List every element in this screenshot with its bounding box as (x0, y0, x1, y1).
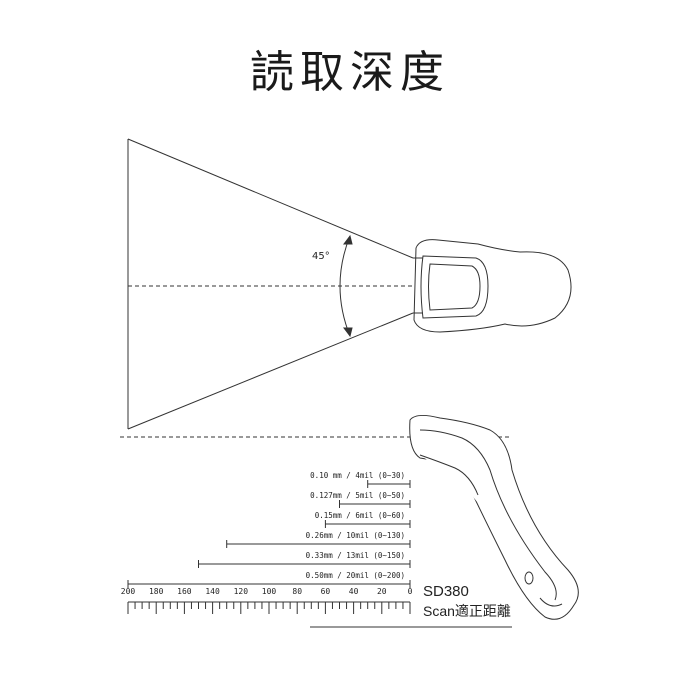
range-label: 0.15mm / 6mil (0~60) (315, 511, 405, 520)
ruler-tick-label: 200 (121, 587, 136, 596)
angle-label: 45° (312, 251, 330, 262)
range-row: 0.15mm / 6mil (0~60) (315, 511, 411, 528)
range-bars: 0.10 mm / 4mil (0~30) 0.127mm / 5mil (0~5… (127, 471, 411, 588)
range-row: 0.10 mm / 4mil (0~30) (310, 471, 411, 488)
page-title: 読取深度 (250, 47, 450, 98)
ruler-tick-label: 120 (234, 587, 249, 596)
range-label: 0.50mm / 20mil (0~200) (306, 571, 405, 580)
range-row: 0.33mm / 13mil (0~150) (198, 551, 411, 568)
angle-arc (339, 234, 353, 338)
scanner-side-view (409, 414, 579, 620)
range-label: 0.127mm / 5mil (0~50) (310, 491, 405, 500)
ruler-tick-label: 40 (349, 587, 359, 596)
ruler-tick-label: 80 (292, 587, 302, 596)
scan-field-cone (127, 138, 414, 430)
model-label: SD380 (423, 583, 469, 600)
range-label: 0.33mm / 13mil (0~150) (306, 551, 405, 560)
range-row: 0.127mm / 5mil (0~50) (310, 491, 411, 508)
ruler-tick-label: 0 (408, 587, 413, 596)
scan-distance-label: Scan適正距離 (423, 603, 511, 619)
ruler-tick-label: 160 (177, 587, 192, 596)
range-label: 0.26mm / 10mil (0~130) (306, 531, 405, 540)
ruler-tick-label: 100 (262, 587, 277, 596)
ruler-tick-label: 180 (149, 587, 164, 596)
range-row: 0.26mm / 10mil (0~130) (226, 531, 411, 548)
ruler-tick-label: 60 (321, 587, 331, 596)
ruler-tick-label: 20 (377, 587, 387, 596)
range-row: 0.50mm / 20mil (0~200) (127, 571, 411, 588)
ruler-tick-label: 140 (205, 587, 220, 596)
range-label: 0.10 mm / 4mil (0~30) (310, 471, 405, 480)
scanner-top-view (413, 239, 572, 333)
